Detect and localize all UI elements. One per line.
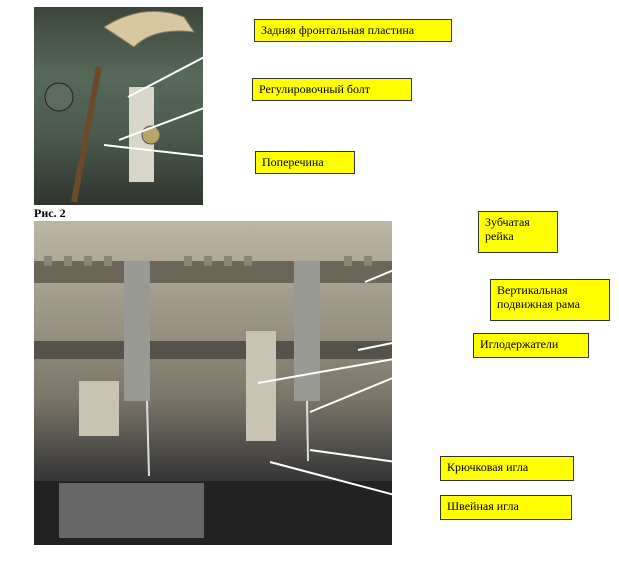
label-sewing-needle: Швейная игла — [440, 495, 572, 520]
leader-holder-2 — [309, 344, 474, 413]
leader-sewing-needle — [269, 461, 441, 508]
figure-caption: Рис. 2 — [34, 206, 66, 220]
label-hook-needle: Крючковая игла — [440, 456, 574, 481]
label-needle-holders: Иглодержатели — [473, 333, 589, 358]
label-toothed-rack-line2: рейка — [485, 229, 514, 243]
spring — [71, 66, 102, 203]
lever-arm — [103, 10, 196, 48]
clamp-1 — [79, 381, 119, 436]
label-vertical-frame-line1: Вертикальная — [497, 283, 568, 297]
label-crossbar: Поперечина — [255, 151, 355, 174]
leader-frame — [357, 322, 491, 351]
leader-crossbar — [103, 144, 256, 163]
mechanism-top-illustration — [44, 10, 196, 203]
label-toothed-rack-line1: Зубчатая — [485, 215, 530, 229]
label-rear-front-plate: Задняя фронтальная пластина — [254, 19, 452, 42]
leader-hook-needle — [309, 449, 441, 469]
clamp-2 — [246, 331, 276, 441]
holder-1 — [124, 261, 150, 401]
label-crossbar-text: Поперечина — [262, 155, 324, 169]
label-adjust-bolt: Регулировочный болт — [252, 78, 412, 101]
leader-holder-1 — [257, 344, 474, 384]
label-toothed-rack: Зубчатая рейка — [478, 211, 558, 253]
hub — [44, 82, 74, 112]
needle-holders-illustration — [34, 256, 392, 545]
photo-mechanism-top — [34, 7, 203, 205]
photo-needle-holders — [34, 221, 392, 545]
leader-adjust-bolt — [118, 89, 253, 141]
leader-rack — [364, 234, 479, 283]
leader-rear-plate — [127, 30, 255, 98]
holder-2 — [294, 261, 320, 401]
blurred-area — [59, 483, 204, 538]
needle-2 — [306, 400, 309, 462]
label-vertical-frame: Вертикальная подвижная рама — [490, 279, 610, 321]
needle-1 — [146, 400, 150, 477]
label-vertical-frame-line2: подвижная рама — [497, 297, 580, 311]
